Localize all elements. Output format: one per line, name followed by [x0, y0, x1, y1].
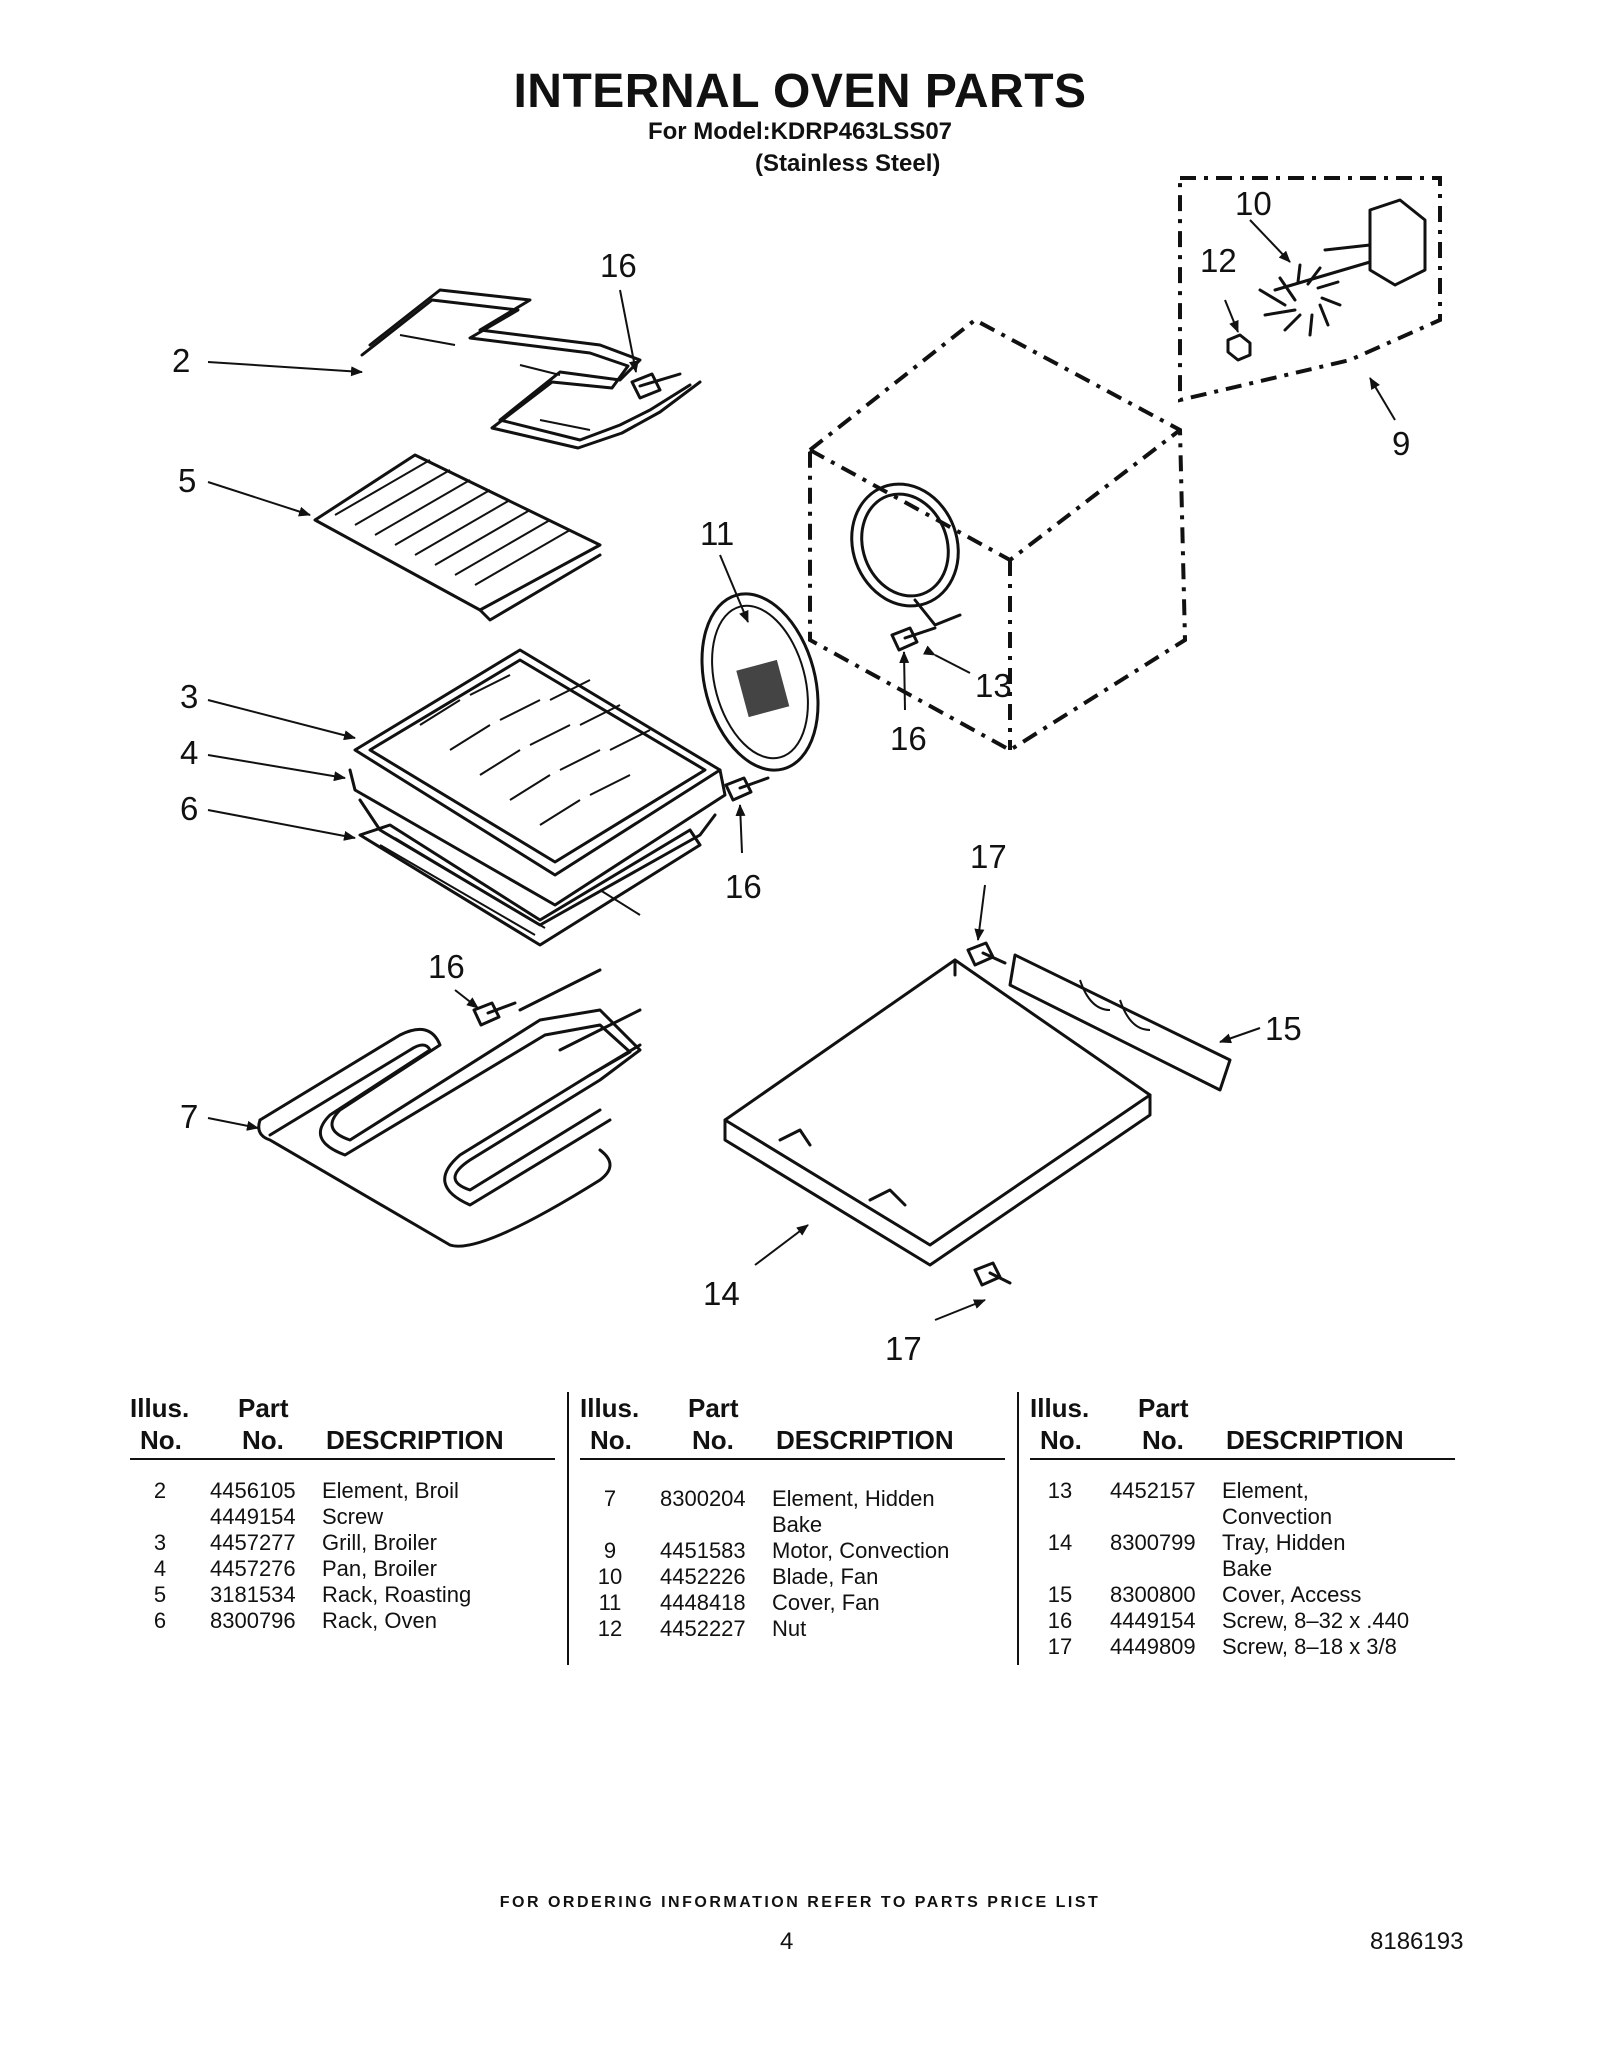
finish-line: (Stainless Steel)	[755, 150, 941, 177]
screw-17-bottom	[973, 1261, 1012, 1287]
callout-14: 14	[703, 1275, 740, 1312]
callout-16-top: 16	[600, 247, 637, 284]
screw-16-top	[630, 372, 682, 400]
oven-rack	[358, 823, 702, 947]
callout-9: 9	[1392, 425, 1410, 462]
callout-2: 2	[172, 342, 190, 379]
page-title: INTERNAL OVEN PARTS	[513, 65, 1087, 118]
screw-17-top	[966, 941, 1007, 967]
column-divider	[1017, 1392, 1019, 1665]
callout-3: 3	[180, 678, 198, 715]
callout-7: 7	[180, 1098, 198, 1135]
callout-10: 10	[1235, 185, 1272, 222]
model-line: For Model:KDRP463LSS07	[647, 118, 953, 145]
callout-16-fan-cover: 16	[725, 868, 762, 905]
leader-lines	[207, 219, 1396, 1321]
table-header: Illus. No. Part No. DESCRIPTION	[580, 1392, 1005, 1460]
callout-17-bottom: 17	[885, 1330, 922, 1367]
page-number: 4	[780, 1928, 794, 1955]
screw-16-fan-cover	[724, 776, 770, 802]
callout-17-top: 17	[970, 838, 1007, 875]
table-header: Illus. No. Part No. DESCRIPTION	[1030, 1392, 1455, 1460]
callout-16-bake: 16	[428, 948, 465, 985]
convection-motor-assembly	[1178, 176, 1442, 403]
convection-element	[850, 482, 962, 627]
ordering-note: FOR ORDERING INFORMATION REFER TO PARTS …	[499, 1894, 1101, 1911]
screw-16-bake	[472, 1001, 517, 1027]
hidden-bake-element	[257, 968, 642, 1248]
callout-11: 11	[700, 515, 734, 552]
callout-16-cavity: 16	[890, 720, 927, 757]
callout-13: 13	[975, 667, 1012, 704]
access-cover	[1008, 953, 1232, 1092]
column-divider	[567, 1392, 569, 1665]
callout-12: 12	[1200, 242, 1237, 279]
callout-5: 5	[178, 462, 196, 499]
broiler-grill	[353, 648, 722, 877]
hidden-bake-tray	[723, 958, 1152, 1267]
exploded-parts-diagram: 16 2 5 11 3 4 6 16 16 13 16 10 12 9 17 1…	[172, 176, 1442, 1367]
fan-cover	[700, 592, 820, 772]
screw-16-cavity	[890, 626, 937, 652]
callout-15: 15	[1265, 1010, 1302, 1047]
callout-6: 6	[180, 790, 198, 827]
oven-cavity	[808, 317, 1188, 753]
broil-element	[360, 288, 702, 450]
callout-4: 4	[180, 734, 198, 771]
table-header: Illus. No. Part No. DESCRIPTION	[130, 1392, 555, 1460]
roasting-rack	[313, 453, 602, 622]
document-number: 8186193	[1370, 1928, 1464, 1955]
